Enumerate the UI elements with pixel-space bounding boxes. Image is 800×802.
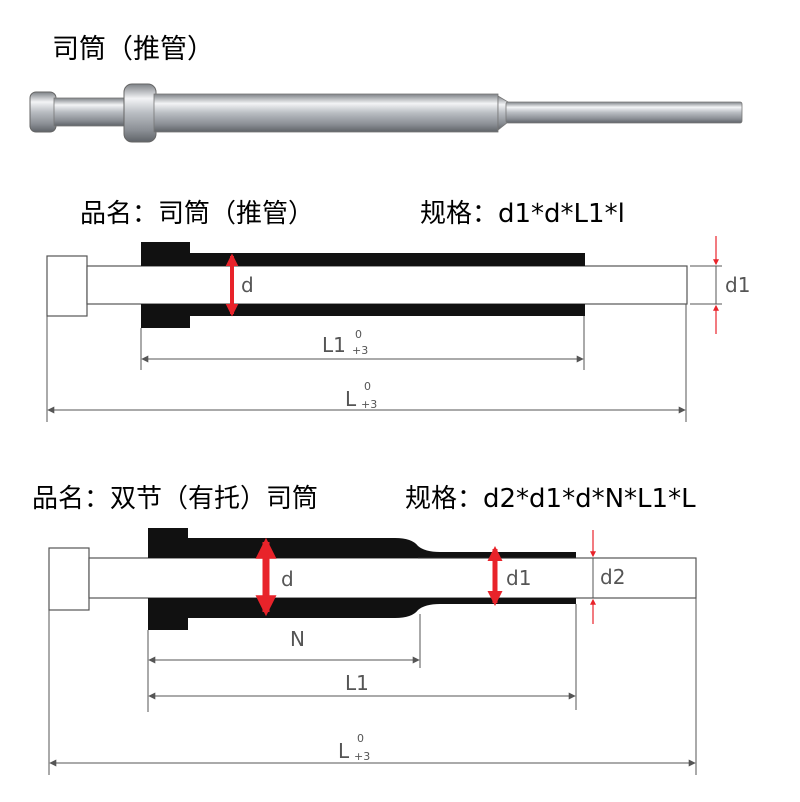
diagram2-drawing: d d1 d2 N L1 L 0 +3 [48,528,697,775]
d2-N-label: N [290,627,305,651]
d2-sleeve [148,528,576,630]
d1-L1-label: L1 [322,333,346,357]
d1-pin-head [46,255,88,317]
photo-neck [53,97,129,127]
d2-pin-shaft [88,557,697,599]
d2-L-tol-lower: +3 [354,750,370,763]
d2-d-label: d [281,567,294,591]
d1-L-tol-upper: 0 [364,380,371,393]
d2-pin-head [48,547,90,611]
d2-L-tol-upper: 0 [357,732,364,745]
photo-pin [505,101,743,124]
d1-d-label: d [241,273,254,297]
d1-L-tol-lower: +3 [361,398,377,411]
d2-d2-label: d2 [600,565,625,589]
diagram1-drawing: d d1 L1 0 +3 L 0 +3 [46,236,750,422]
d1-sleeve [141,242,585,328]
photo-caption: 司筒（推管） [52,34,214,65]
ejector-sleeve-photo [29,83,743,143]
diagram2-name-label: 品名：双节（有托）司筒 [32,484,319,514]
d1-L1-tol-upper: 0 [355,328,362,341]
diagram1-spec-label: 规格：d1*d*L1*l [420,199,625,229]
photo-head [29,91,57,133]
photo-body [153,93,499,133]
diagram1-name-label: 品名：司筒（推管） [80,199,315,229]
d1-pin-shaft [86,265,688,305]
d1-L1-tol-lower: +3 [352,344,368,357]
d2-L1-label: L1 [345,671,369,695]
photo-collar [123,83,157,143]
diagram2-spec-label: 规格：d2*d1*d*N*L1*L [405,484,696,514]
d2-L-label: L [338,739,350,763]
d1-L-label: L [345,387,357,411]
d2-d1-label: d1 [506,566,531,590]
d1-d1-label: d1 [725,273,750,297]
